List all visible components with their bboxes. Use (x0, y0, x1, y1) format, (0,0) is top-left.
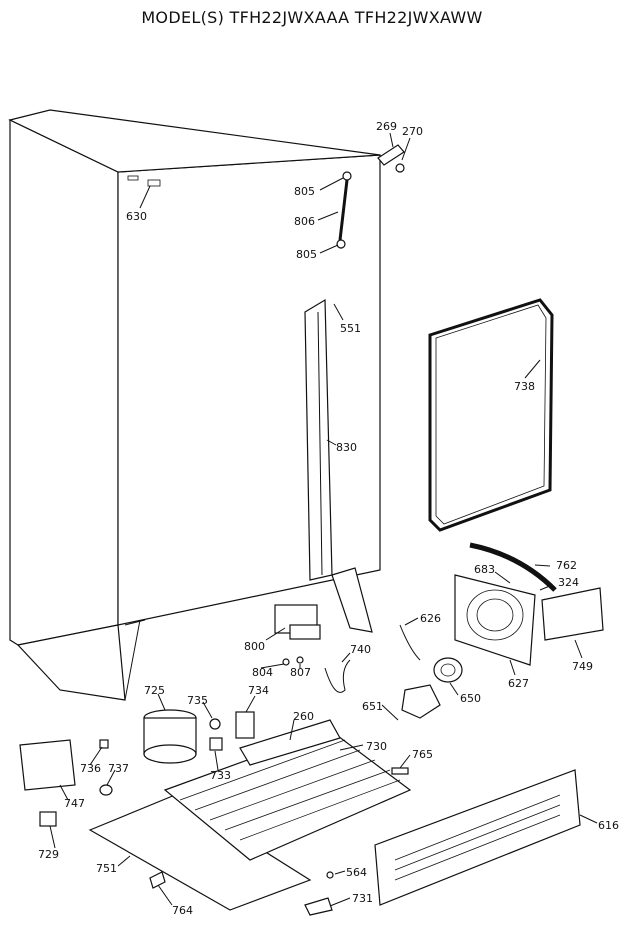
callout-label: 616 (598, 819, 619, 832)
door-gasket (428, 298, 554, 532)
callout-label: 260 (293, 710, 314, 723)
callout-label: 747 (64, 797, 85, 810)
callout-label: 731 (352, 892, 373, 905)
callout-label: 738 (514, 380, 535, 393)
cover-plate (541, 587, 604, 641)
wire-harness (324, 624, 421, 693)
callout-label: 740 (350, 643, 371, 656)
callout-label: 650 (460, 692, 481, 705)
callout-label: 804 (252, 666, 273, 679)
callout-label: 630 (126, 210, 147, 223)
hinge-part (377, 144, 405, 173)
callout-label: 733 (210, 769, 231, 782)
fasteners (149, 767, 409, 916)
callout-label: 734 (248, 684, 269, 697)
callout-label: 324 (558, 576, 579, 589)
callout-label: 736 (80, 762, 101, 775)
callout-label: 800 (244, 640, 265, 653)
callout-label: 762 (556, 559, 577, 572)
callout-label: 269 (376, 120, 397, 133)
callout-label: 751 (96, 862, 117, 875)
callout-label: 805 (294, 185, 315, 198)
callout-label: 830 (336, 441, 357, 454)
drain-tube (336, 171, 352, 249)
callout-label: 749 (572, 660, 593, 673)
diagram-title: MODEL(S) TFH22JWXAAA TFH22JWXAWW (141, 8, 483, 27)
compressor (143, 709, 197, 764)
relay-overload (209, 711, 255, 751)
callout-label: 564 (346, 866, 367, 879)
callout-label: 551 (340, 322, 361, 335)
base-pan-condenser (88, 719, 412, 911)
mullion-rail (304, 298, 373, 633)
callout-labels: 269 270 805 630 806 805 551 738 830 762 … (38, 120, 619, 917)
callout-label: 651 (362, 700, 383, 713)
callout-label: 729 (38, 848, 59, 861)
callout-label: 735 (187, 694, 208, 707)
fan-blade (401, 684, 441, 719)
evaporator-fan-shroud (454, 542, 557, 666)
callout-label: 270 (402, 125, 423, 138)
callout-label: 765 (412, 748, 433, 761)
callout-label: 806 (294, 215, 315, 228)
callout-label: 730 (366, 740, 387, 753)
callout-label: 725 (144, 684, 165, 697)
access-panel (374, 769, 581, 906)
fan-motor (433, 657, 463, 683)
callout-label: 805 (296, 248, 317, 261)
leader-lines (49, 132, 598, 907)
callout-label: 683 (474, 563, 495, 576)
callout-label: 627 (508, 677, 529, 690)
small-brackets (19, 739, 113, 827)
callout-label: 737 (108, 762, 129, 775)
callout-label: 626 (420, 612, 441, 625)
callout-label: 807 (290, 666, 311, 679)
water-valve (274, 604, 321, 666)
callout-label: 764 (172, 904, 193, 917)
